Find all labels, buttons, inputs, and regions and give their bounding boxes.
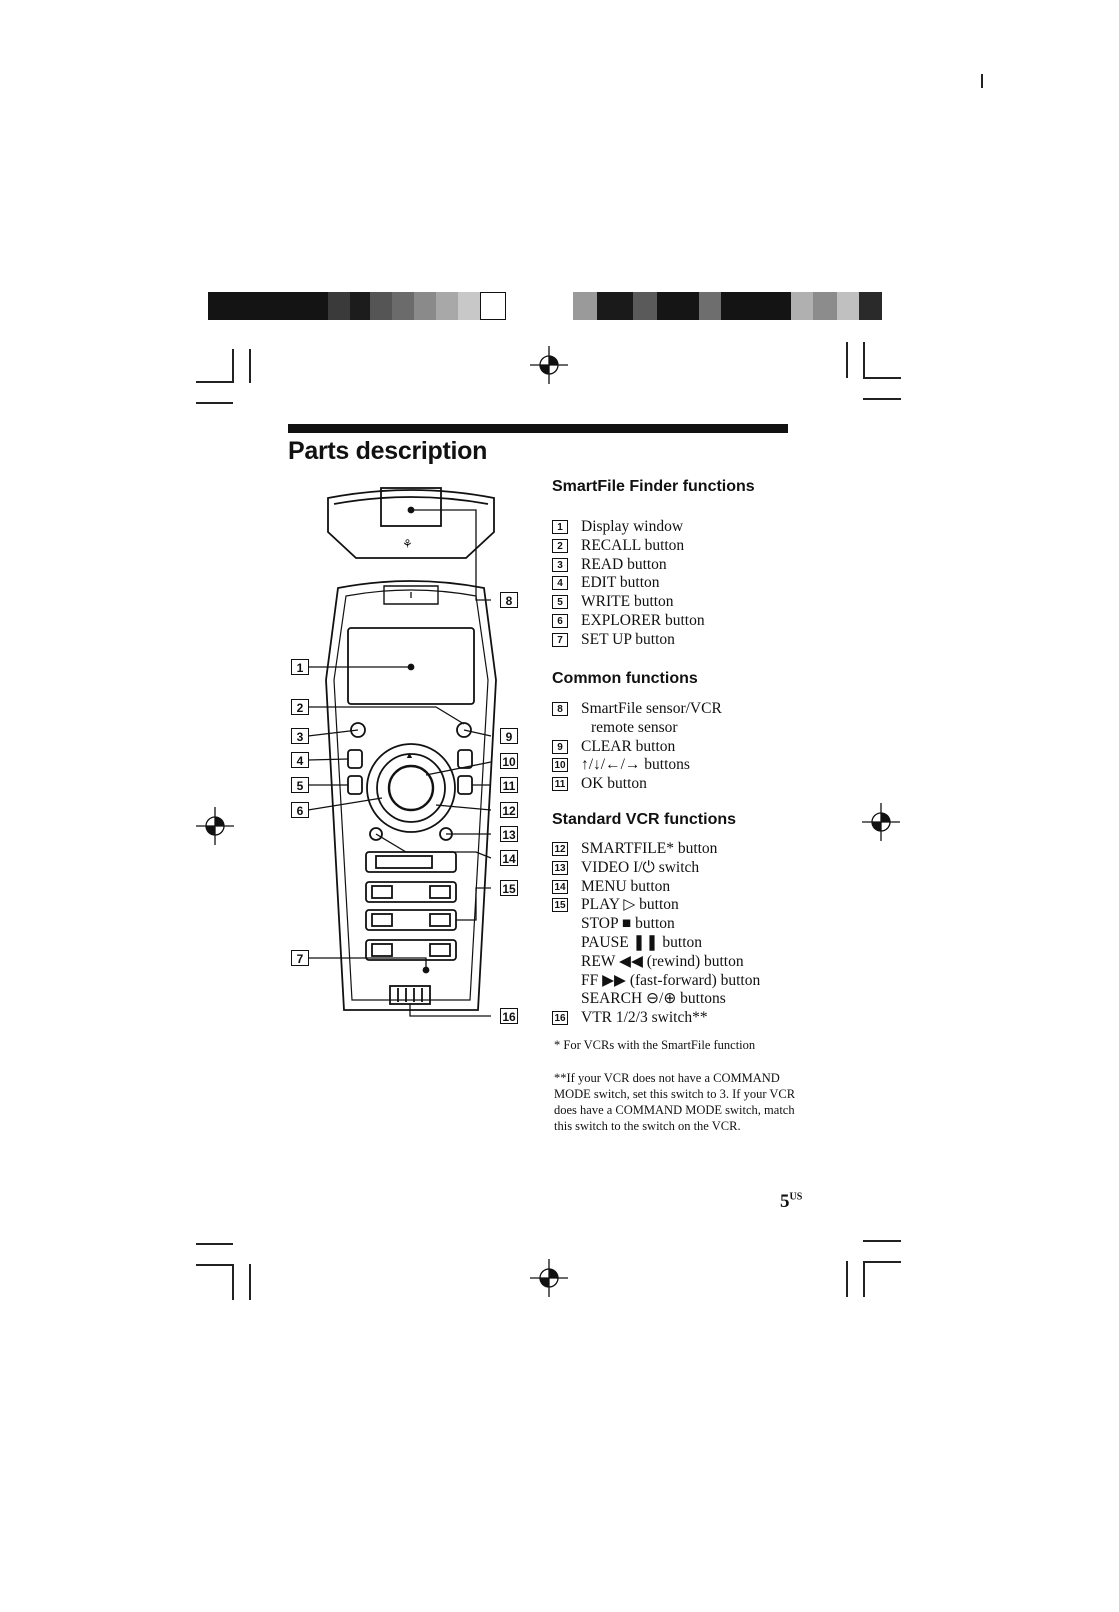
list-item: 10↑/↓/←/→ buttons (552, 756, 722, 775)
list-item: SEARCH ⊖/⊕ buttons (581, 990, 726, 1008)
callout-12: 12 (500, 802, 518, 818)
callout-6: 6 (291, 802, 309, 818)
crop-mark (196, 1264, 233, 1266)
crop-mark (863, 342, 865, 378)
footnote-2: **If your VCR does not have a COMMAND MO… (554, 1071, 796, 1133)
crop-mark (249, 349, 251, 383)
list-item: STOP ■ button (581, 915, 675, 933)
callout-2: 2 (291, 699, 309, 715)
section-heading-common: Common functions (552, 670, 698, 687)
crop-mark (863, 398, 901, 400)
callout-15: 15 (500, 880, 518, 896)
registration-target-bottom (530, 1259, 568, 1297)
crop-mark (863, 1240, 901, 1242)
footnote-1: * For VCRs with the SmartFile function (554, 1038, 756, 1052)
callout-14: 14 (500, 850, 518, 866)
remote-diagram: ⚘ ▲ (307, 487, 497, 1017)
registration-target-right (862, 803, 900, 841)
callout-3: 3 (291, 728, 309, 744)
crop-mark (249, 1264, 251, 1300)
callout-16: 16 (500, 1008, 518, 1024)
crop-mark (863, 377, 901, 379)
registration-target-left (196, 807, 234, 845)
callout-4: 4 (291, 752, 309, 768)
list-item: PAUSE ❚❚ button (581, 933, 703, 951)
list-item: FF ▶▶ (fast-forward) button (581, 971, 761, 989)
crop-mark (196, 381, 233, 383)
section-heading-smartfile: SmartFile Finder functions (552, 478, 755, 495)
callout-7: 7 (291, 950, 309, 966)
callout-10: 10 (500, 753, 518, 769)
callout-9: 9 (500, 728, 518, 744)
crop-mark (196, 1243, 233, 1245)
color-bar-right (573, 292, 882, 320)
color-bar-left (208, 292, 515, 320)
callout-11: 11 (500, 777, 518, 793)
page-title: Parts description (288, 437, 488, 465)
crop-mark (232, 1264, 234, 1300)
crop-mark (196, 402, 233, 404)
page-number: 5US (780, 1191, 803, 1212)
callout-8: 8 (500, 592, 518, 608)
callout-13: 13 (500, 826, 518, 842)
callout-1: 1 (291, 659, 309, 675)
section-heading-vcr: Standard VCR functions (552, 811, 737, 828)
svg-text:▲: ▲ (405, 750, 414, 760)
stray-mark (981, 74, 983, 88)
crop-mark (846, 1261, 848, 1297)
registration-target-top (530, 346, 568, 384)
crop-mark (232, 349, 234, 383)
title-rule (288, 424, 788, 433)
crop-mark (863, 1261, 865, 1297)
list-item: REW ◀◀ (rewind) button (581, 952, 744, 970)
crop-mark (863, 1261, 901, 1263)
callout-5: 5 (291, 777, 309, 793)
crop-mark (846, 342, 848, 378)
svg-text:⚘: ⚘ (402, 537, 413, 551)
